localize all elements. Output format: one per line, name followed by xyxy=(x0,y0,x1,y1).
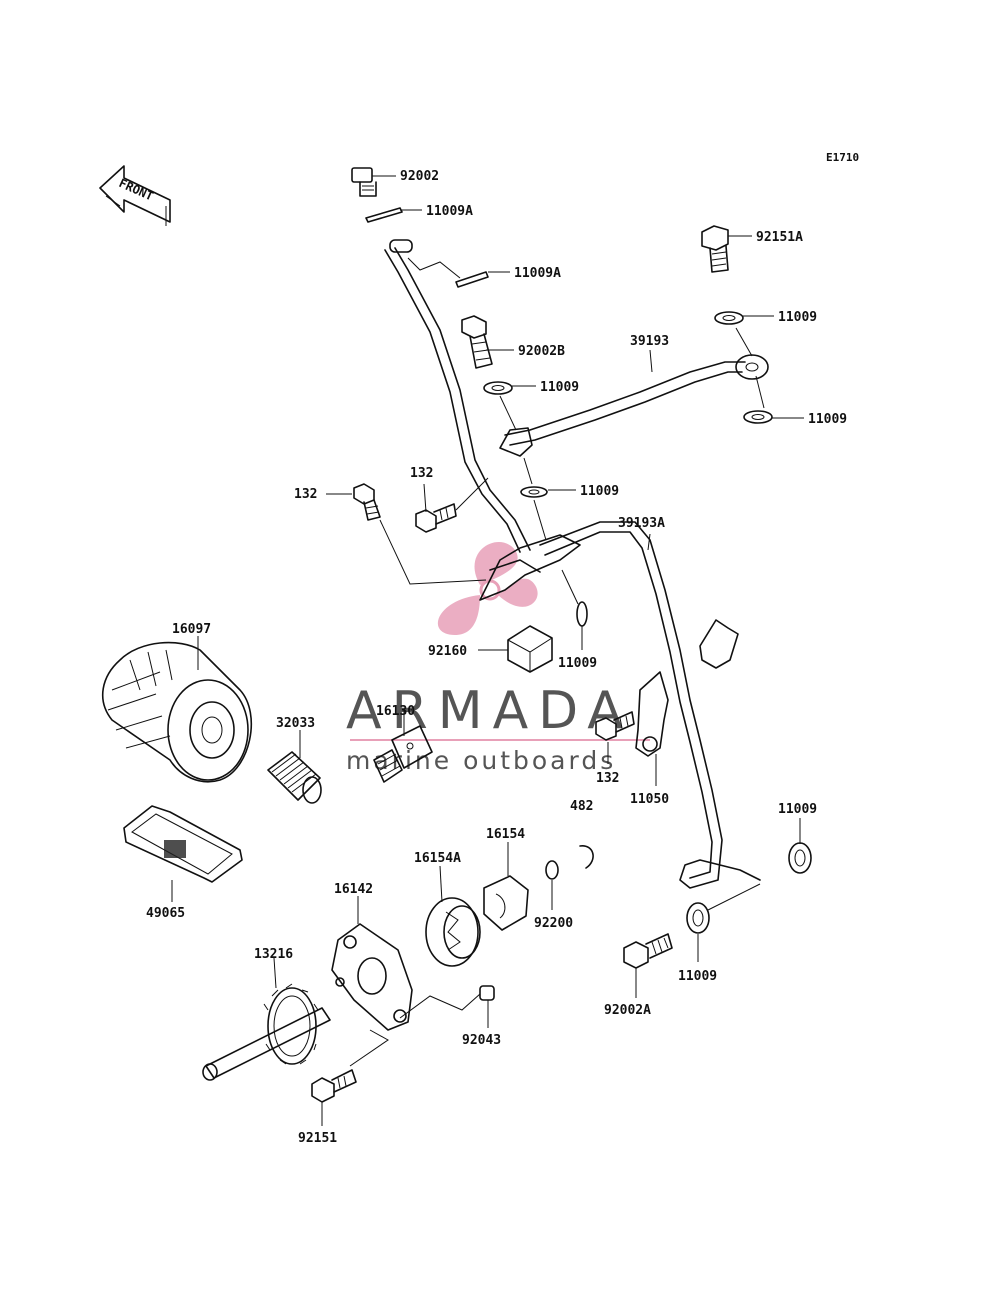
callout-132: 132 xyxy=(294,487,317,502)
callout-11009a: 11009A xyxy=(514,266,561,281)
rotor-16154-icon xyxy=(483,875,529,931)
callout-92002b: 92002B xyxy=(518,344,565,359)
callout-16154a: 16154A xyxy=(414,851,461,866)
callout-11009: 11009 xyxy=(778,802,817,817)
callout-11009: 11009 xyxy=(778,310,817,325)
washer-11009-1-icon xyxy=(714,311,744,325)
callout-13216: 13216 xyxy=(254,947,293,962)
callout-92151a: 92151A xyxy=(756,230,803,245)
callout-16142: 16142 xyxy=(334,882,373,897)
bolt-92002-icon xyxy=(351,167,377,197)
bolt-132-3-icon xyxy=(595,711,635,741)
callout-11009: 11009 xyxy=(580,484,619,499)
washer-11009-2-icon xyxy=(483,381,513,395)
bracket-11050-icon xyxy=(635,619,739,757)
callout-92002: 92002 xyxy=(400,169,439,184)
pin-92043-icon xyxy=(479,985,495,1001)
sensor-16130-icon xyxy=(373,725,433,783)
leader-lines xyxy=(171,175,804,1126)
bolt-92002b-icon xyxy=(461,315,493,369)
diagram-code: E1710 xyxy=(826,151,859,164)
callout-39193: 39193 xyxy=(630,334,669,349)
callout-92151: 92151 xyxy=(298,1131,337,1146)
callout-92160: 92160 xyxy=(428,644,467,659)
strainer-49065-icon xyxy=(123,805,243,883)
washer-11009a-2-icon xyxy=(455,271,489,288)
block-92160-icon xyxy=(507,625,553,673)
callout-49065: 49065 xyxy=(146,906,185,921)
pump-body-16142-icon xyxy=(331,923,413,1031)
callout-labels: 92002 11009A 11009A 92151A 11009 92002B … xyxy=(146,169,847,1146)
callout-11009: 11009 xyxy=(678,969,717,984)
callout-32033: 32033 xyxy=(276,716,315,731)
front-arrow-icon: FRONT xyxy=(99,165,171,226)
callout-132: 132 xyxy=(596,771,619,786)
washer-11009-4-icon xyxy=(520,486,548,498)
callout-92200: 92200 xyxy=(534,916,573,931)
callout-16130: 16130 xyxy=(376,704,415,719)
washer-11009a-icon xyxy=(365,207,403,223)
bolt-132-1-icon xyxy=(353,483,381,521)
callout-39193a: 39193A xyxy=(618,516,665,531)
propeller-logo-icon xyxy=(437,542,538,635)
element-32033-icon xyxy=(267,751,322,804)
callout-16154: 16154 xyxy=(486,827,525,842)
callout-11009: 11009 xyxy=(540,380,579,395)
oil-pipe-39193a xyxy=(384,239,761,889)
bolt-92002a-icon xyxy=(623,933,673,969)
callout-16097: 16097 xyxy=(172,622,211,637)
callout-11009a: 11009A xyxy=(426,204,473,219)
washer-11009-5-icon xyxy=(576,601,588,627)
oil-pipe-39193 xyxy=(499,354,769,457)
oil-filter-16097-icon xyxy=(102,641,253,783)
front-label: FRONT xyxy=(117,176,156,203)
circlip-482-icon xyxy=(579,845,594,869)
callout-482: 482 xyxy=(570,799,593,814)
callout-132: 132 xyxy=(410,466,433,481)
washer-11009-7-icon xyxy=(686,902,710,934)
callout-11050: 11050 xyxy=(630,792,669,807)
bolt-92151-icon xyxy=(311,1069,357,1103)
callout-92043: 92043 xyxy=(462,1033,501,1048)
watermark-brand: ARMADA xyxy=(346,681,633,741)
callout-11009: 11009 xyxy=(558,656,597,671)
washer-11009-6-icon xyxy=(788,842,812,874)
washer-11009-3-icon xyxy=(743,410,773,424)
rotor-16154a-icon xyxy=(425,897,481,967)
bolt-92151a-icon xyxy=(701,225,729,273)
bolt-132-2-icon xyxy=(415,503,457,533)
gear-shaft-13216-icon xyxy=(202,983,331,1081)
callout-92002a: 92002A xyxy=(604,1003,651,1018)
watermark-tagline: marine outboards xyxy=(346,746,616,775)
callout-11009: 11009 xyxy=(808,412,847,427)
washer-92200-icon xyxy=(545,860,559,880)
